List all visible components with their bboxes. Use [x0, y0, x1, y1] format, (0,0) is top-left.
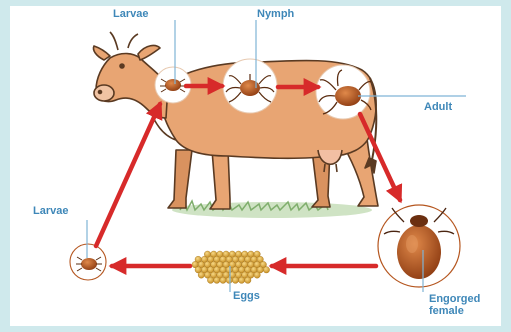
egg — [226, 277, 232, 283]
egg — [263, 267, 269, 273]
arrow-larvae-to-cow — [96, 104, 160, 246]
label-nymph: Nymph — [257, 8, 294, 20]
egg — [232, 277, 238, 283]
label-eggs: Eggs — [233, 290, 260, 302]
egg — [198, 272, 204, 278]
larvae-circle-left — [70, 244, 106, 280]
cow-illustration — [93, 32, 378, 209]
eggs-cluster — [192, 251, 270, 283]
egg — [207, 277, 213, 283]
nymph-on-cow — [223, 59, 277, 113]
grass-shadow — [172, 201, 372, 218]
egg — [245, 277, 251, 283]
egg — [214, 277, 220, 283]
label-engorged-female: Engorged female — [429, 293, 480, 317]
egg — [220, 277, 226, 283]
egg — [254, 272, 260, 278]
engorged-female-circle — [378, 205, 460, 287]
label-larvae-left: Larvae — [33, 205, 68, 217]
adult-on-cow — [316, 65, 371, 119]
label-engorged-line1: Engorged — [429, 293, 480, 305]
label-engorged-line2: female — [429, 305, 480, 317]
label-larvae-top: Larvae — [113, 8, 148, 20]
egg — [238, 277, 244, 283]
label-adult: Adult — [424, 101, 452, 113]
